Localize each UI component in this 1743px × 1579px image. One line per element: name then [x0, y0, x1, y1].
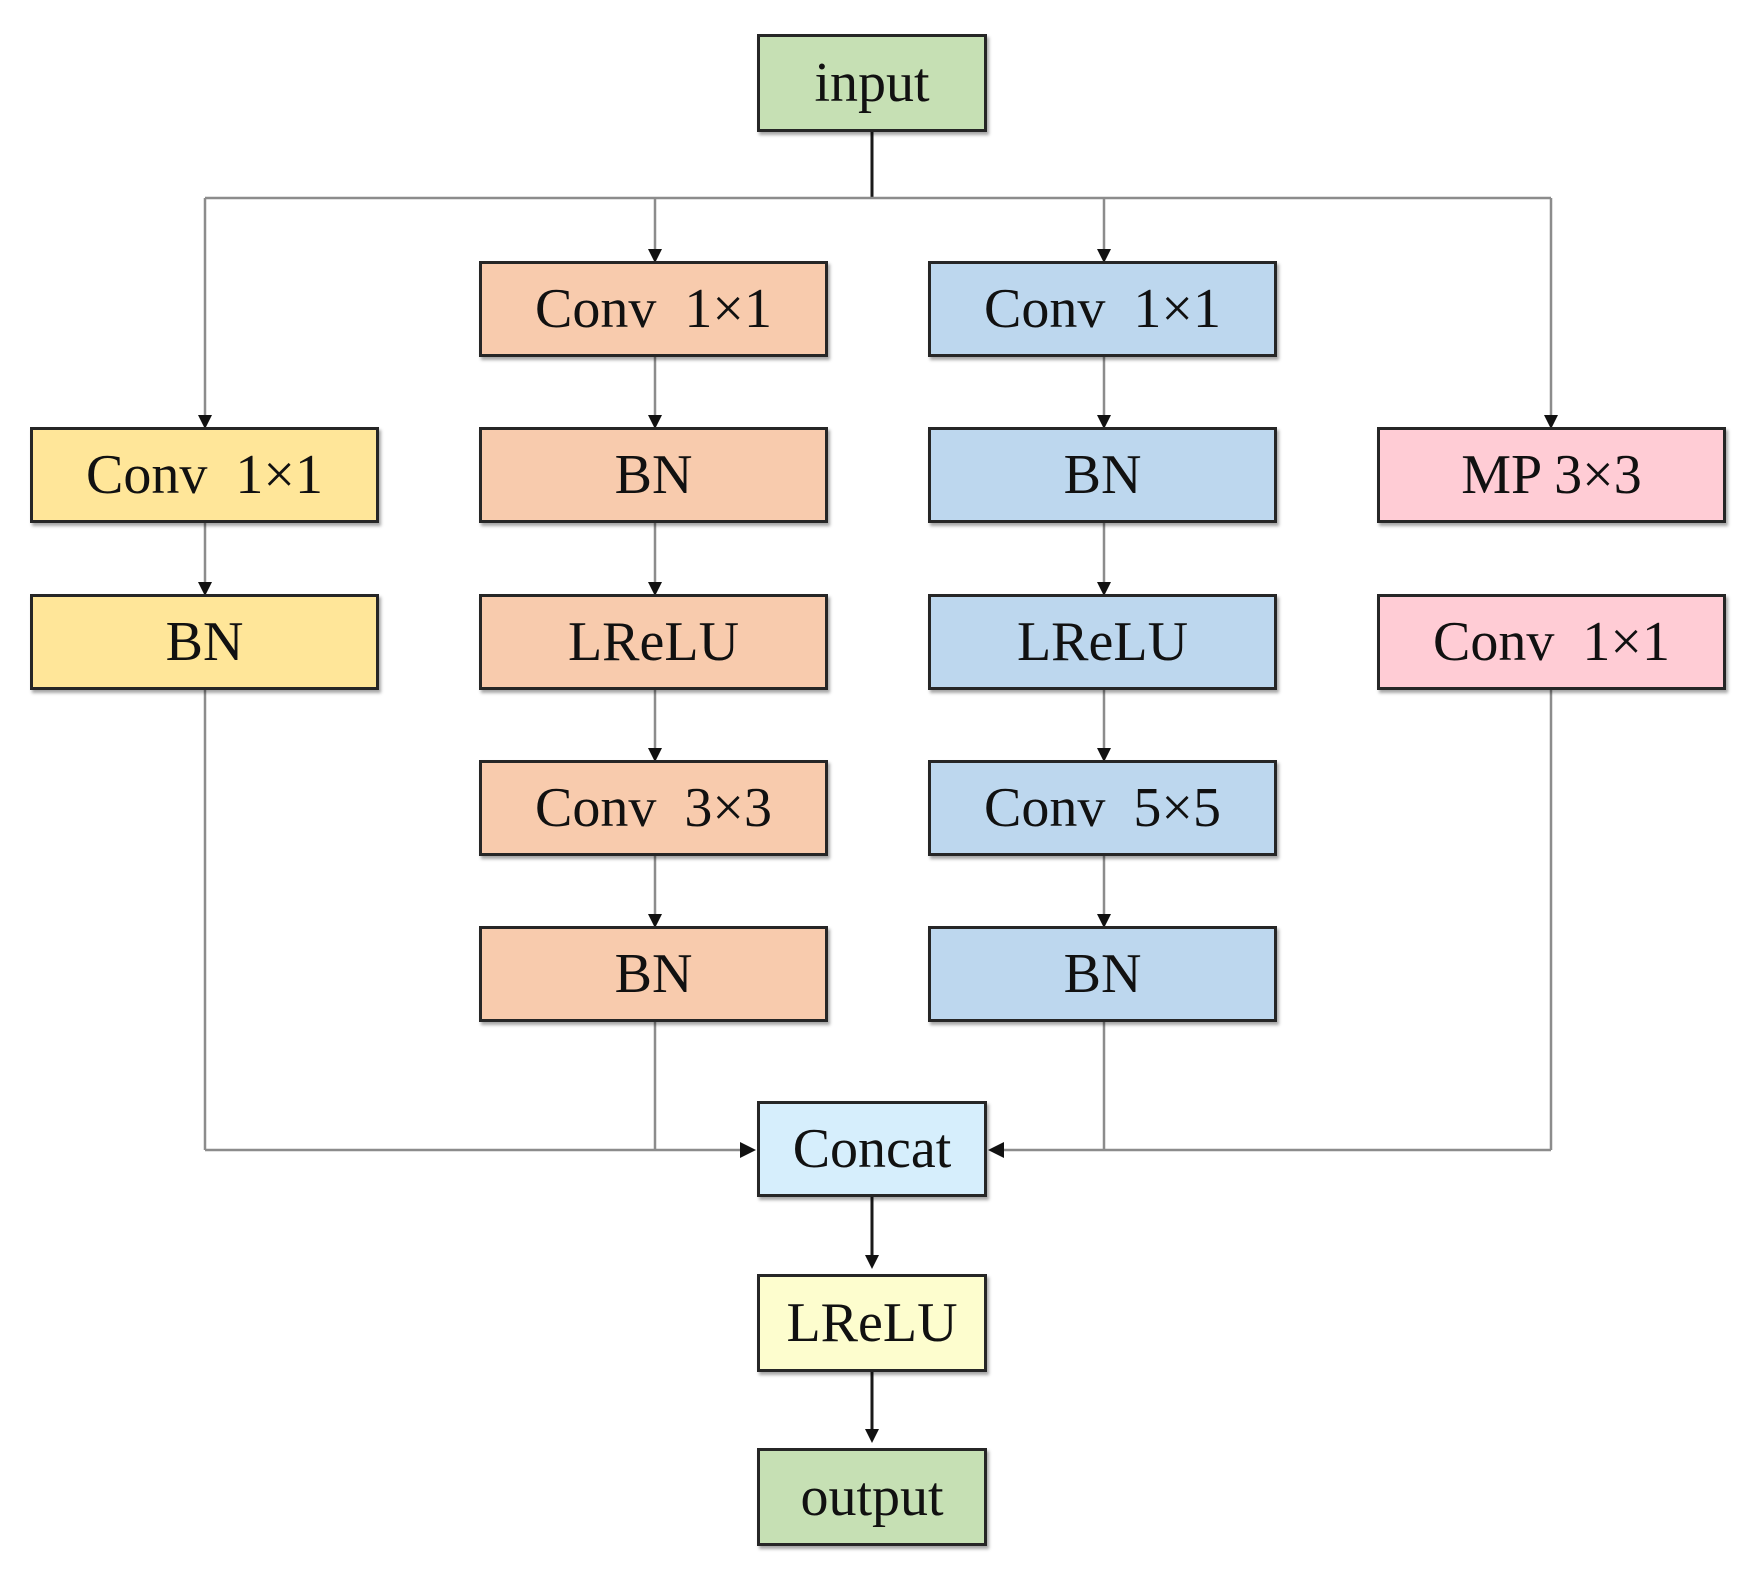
branch3-bn2-node: BN [928, 926, 1277, 1022]
branch4-maxpool3x3-node: MP 3×3 [1377, 427, 1726, 523]
branch1-bn-node: BN [30, 594, 379, 690]
branch3-lrelu-node: LReLU [928, 594, 1277, 690]
branch2-lrelu-node: LReLU [479, 594, 828, 690]
arrow-to-lrelu [865, 1255, 879, 1269]
branch1-conv1x1-node: Conv 1×1 [30, 427, 379, 523]
arrow-to-b4-mp [1544, 415, 1558, 429]
arrow-to-b2-bn1 [648, 415, 662, 429]
branch2-conv1x1-node: Conv 1×1 [479, 261, 828, 357]
branch2-conv3x3-node: Conv 3×3 [479, 760, 828, 856]
branch2-bn1-node: BN [479, 427, 828, 523]
arrow-to-output [865, 1429, 879, 1443]
arrow-to-b1-bn [198, 582, 212, 596]
arrow-to-b2-conv1 [648, 249, 662, 263]
arrow-to-b3-lrelu [1097, 582, 1111, 596]
branch3-bn1-node: BN [928, 427, 1277, 523]
input-node: input [757, 34, 987, 132]
arrow-to-b2-lrelu [648, 582, 662, 596]
connector-lines [203, 132, 1553, 1432]
output-node: output [757, 1448, 987, 1546]
branch3-conv1x1-node: Conv 1×1 [928, 261, 1277, 357]
final-lrelu-node: LReLU [757, 1274, 987, 1372]
arrow-to-b2-conv3 [648, 748, 662, 762]
arrow-to-b3-bn1 [1097, 415, 1111, 429]
arrow-to-b1-conv [198, 415, 212, 429]
arrowheads [198, 249, 1558, 1443]
branch3-conv5x5-node: Conv 5×5 [928, 760, 1277, 856]
arrow-into-concat-left [740, 1142, 756, 1158]
arrow-into-concat-right [988, 1142, 1004, 1158]
arrow-to-b3-bn2 [1097, 914, 1111, 928]
arrow-to-b3-conv5 [1097, 748, 1111, 762]
arrow-to-b2-bn2 [648, 914, 662, 928]
arrow-to-b3-conv1 [1097, 249, 1111, 263]
branch2-bn2-node: BN [479, 926, 828, 1022]
branch4-conv1x1-node: Conv 1×1 [1377, 594, 1726, 690]
concat-node: Concat [757, 1101, 987, 1197]
